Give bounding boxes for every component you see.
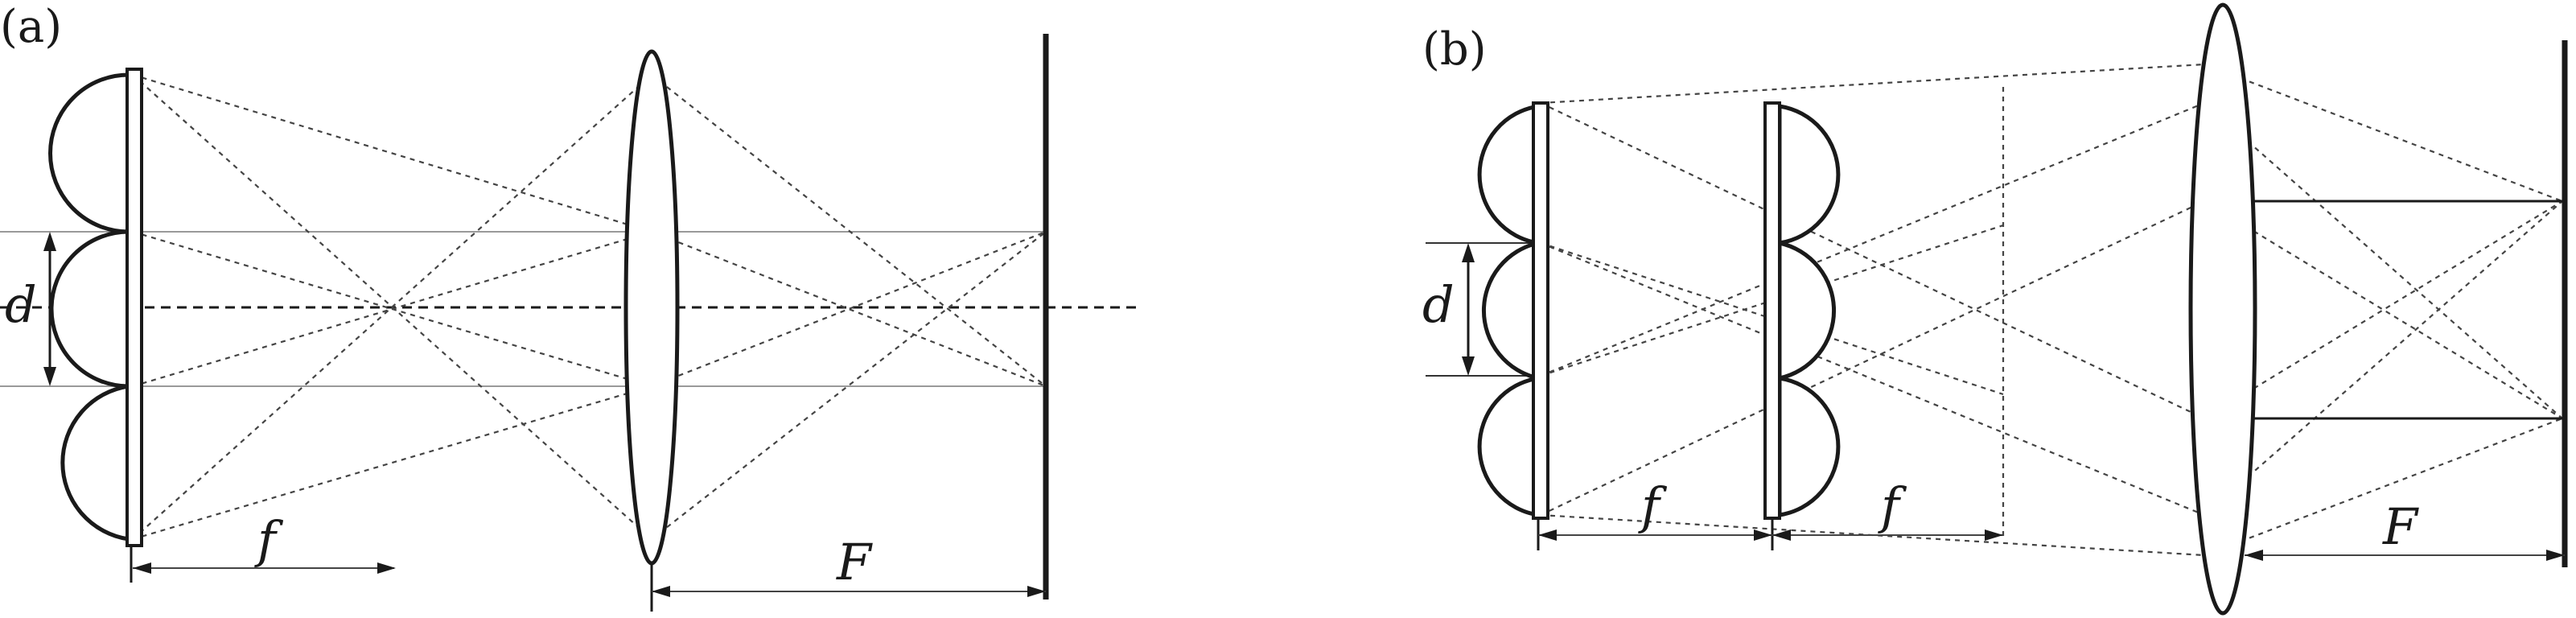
f2-label-b: f: [1878, 476, 1907, 535]
lenslet-plate-a: [126, 68, 143, 547]
lenslet-plate-b1: [1532, 101, 1549, 520]
d-label-a: d: [5, 275, 37, 334]
dimension-d-b: d: [1422, 243, 1475, 376]
lenslet-1-a: [48, 72, 131, 234]
rays-arrays-b: [1540, 63, 2205, 557]
main-lens-a: [623, 49, 680, 612]
panel-b: (b): [1422, 2, 2568, 616]
lenslet-plate-b2: [1763, 101, 1781, 520]
F-label-a: F: [836, 533, 873, 591]
lenslet-3-a: [60, 384, 131, 542]
dimension-f1-b: f: [1538, 476, 1772, 541]
panel-b-label: (b): [1422, 23, 1487, 76]
lenslet-1-b2: [1777, 104, 1841, 245]
dimension-F-b: F: [2245, 497, 2565, 561]
F-label-b: F: [2382, 497, 2419, 556]
f-label-a: f: [254, 510, 284, 569]
f1-label-b: f: [1638, 476, 1668, 535]
lenslet-2-b2: [1777, 240, 1836, 381]
dimension-F-a: F: [652, 533, 1046, 597]
lenslet-1-b1: [1477, 104, 1541, 245]
lenslet-3-b2: [1777, 376, 1841, 517]
dimension-d-a: d: [5, 232, 56, 386]
rays-lens-to-screen-a: [651, 74, 1047, 540]
dimension-f-a: f: [133, 510, 396, 574]
lenslet-array-a: [48, 68, 143, 583]
lenslet-2-a: [49, 229, 131, 389]
rays-lens-to-screen-b: [2204, 63, 2563, 557]
panel-a-label: (a): [0, 1, 62, 53]
panel-a: (a): [0, 1, 1142, 612]
lenslet-array-1-b: [1477, 101, 1549, 550]
main-lens-b: [2188, 2, 2257, 616]
lenslet-3-b1: [1477, 376, 1541, 517]
lenslet-array-2-b: [1763, 101, 1841, 550]
lenslet-2-b1: [1482, 240, 1541, 381]
d-label-b: d: [1422, 275, 1455, 334]
rays-array-to-lens-a: [132, 73, 652, 541]
